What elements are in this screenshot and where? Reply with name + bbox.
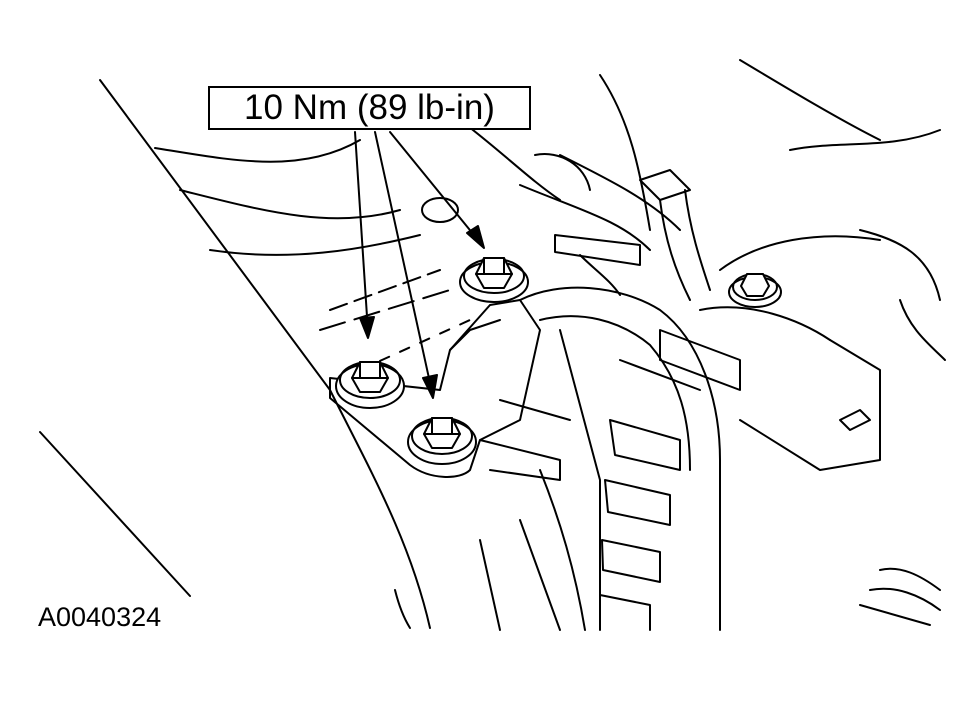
right-frame (719, 59, 946, 361)
bolt-icon (335, 361, 405, 409)
alternator (479, 286, 881, 631)
torque-label: 10 Nm (89 lb-in) (244, 88, 495, 127)
mounting-bracket (329, 299, 571, 481)
bolt-icon (728, 273, 782, 308)
figure-id: A0040324 (38, 602, 162, 632)
hose-assembly (459, 74, 711, 301)
left-body-outline (39, 79, 471, 629)
bolt-icon (407, 417, 477, 465)
lower-right-fins (859, 567, 941, 626)
bolt-icon (459, 257, 529, 303)
arrow-icon (354, 131, 485, 399)
torque-callout: 10 Nm (89 lb-in) (208, 86, 531, 130)
